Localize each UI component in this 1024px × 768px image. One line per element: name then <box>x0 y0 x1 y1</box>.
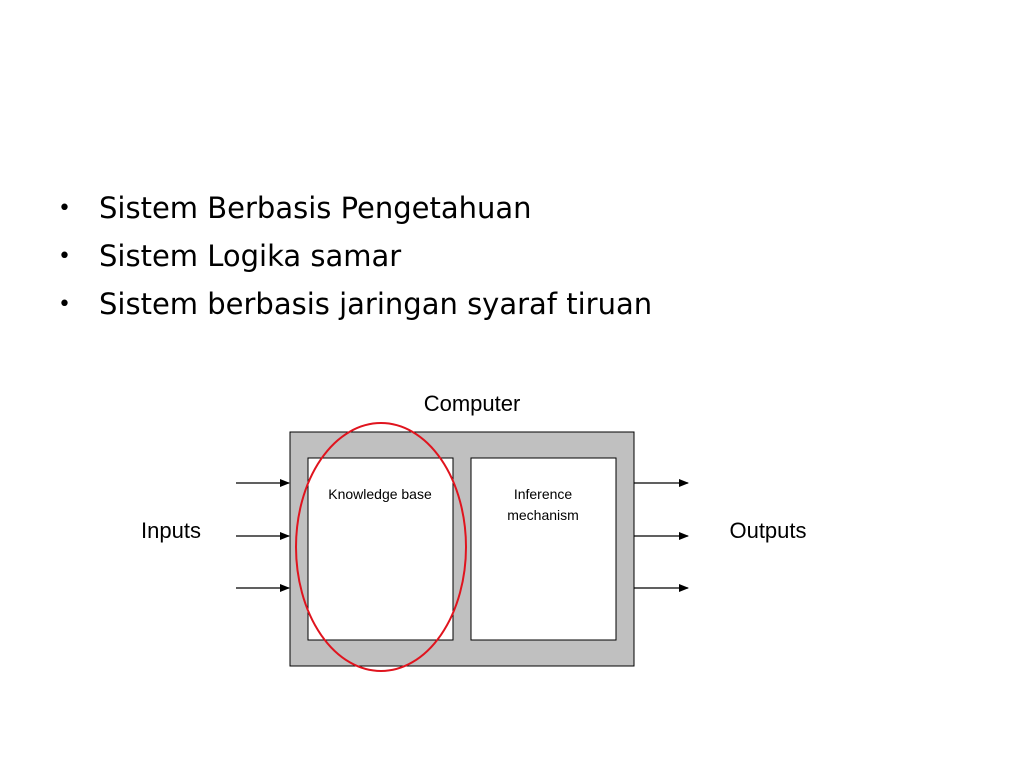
inference-label-line2: mechanism <box>507 507 579 523</box>
bullet-item: • Sistem Logika samar <box>58 232 652 280</box>
computer-label: Computer <box>424 391 521 416</box>
inference-mechanism-box <box>470 457 617 641</box>
outputs-label: Outputs <box>729 518 806 543</box>
highlight-ellipse <box>295 422 467 672</box>
bullet-item: • Sistem berbasis jaringan syaraf tiruan <box>58 280 652 328</box>
knowledge-base-box <box>307 457 454 641</box>
bullet-text: Sistem berbasis jaringan syaraf tiruan <box>99 287 653 321</box>
bullet-dot-icon: • <box>58 291 71 317</box>
inputs-label: Inputs <box>141 518 201 543</box>
inference-label-line1: Inference <box>514 486 573 502</box>
bullet-dot-icon: • <box>58 243 71 269</box>
knowledge-base-label: Knowledge base <box>328 486 432 502</box>
bullet-item: • Sistem Berbasis Pengetahuan <box>58 184 652 232</box>
bullet-dot-icon: • <box>58 195 71 221</box>
bullet-list: • Sistem Berbasis Pengetahuan • Sistem L… <box>58 184 652 328</box>
bullet-text: Sistem Berbasis Pengetahuan <box>99 191 532 225</box>
bullet-text: Sistem Logika samar <box>99 239 402 273</box>
